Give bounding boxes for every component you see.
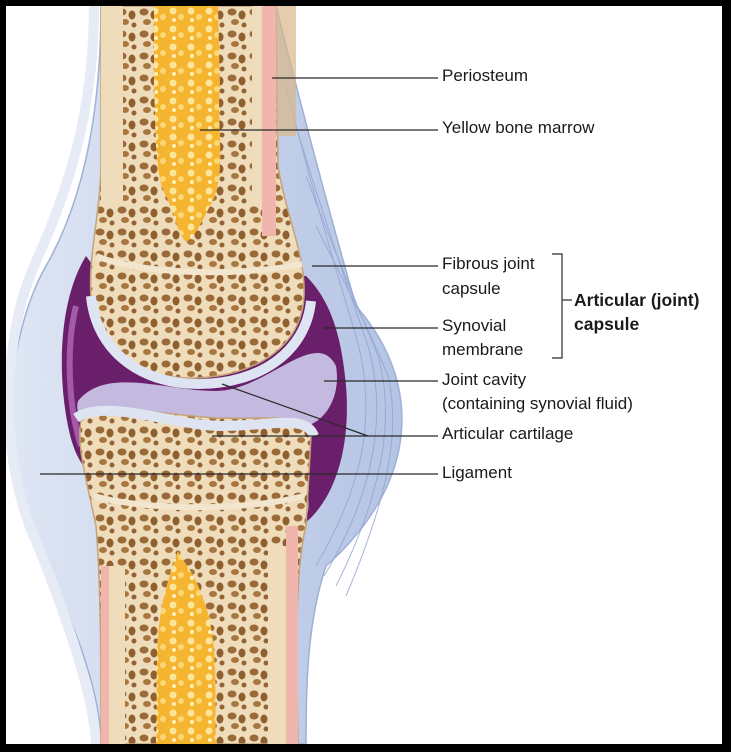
- joint-cavity: [77, 352, 337, 428]
- capsule-bracket: [552, 253, 563, 359]
- label-synovial-membrane-line1: Synovial: [442, 316, 507, 335]
- synovial-joint-illustration: [6, 6, 572, 744]
- periosteum-outer: [276, 6, 296, 136]
- yellow-marrow-upper: [154, 6, 221, 242]
- label-periosteum: Periosteum: [442, 66, 528, 85]
- periosteum-strip: [262, 6, 276, 236]
- label-joint-cavity-line2: (containing synovial fluid): [442, 394, 633, 413]
- ligament-band: [6, 6, 101, 744]
- leader-lines: [40, 77, 572, 475]
- synovial-membrane-highlight: [66, 305, 84, 447]
- label-fibrous-joint-capsule-line2: capsule: [442, 279, 501, 298]
- lower-periosteum-left: [101, 566, 109, 744]
- label-articular-capsule-line2: capsule: [574, 314, 640, 334]
- label-ligament: Ligament: [442, 463, 512, 482]
- articular-cartilage-lower: [73, 405, 319, 439]
- label-articular-cartilage: Articular cartilage: [442, 424, 574, 443]
- epiphyseal-line-lower: [93, 493, 305, 511]
- label-synovial-membrane-line2: membrane: [442, 340, 524, 359]
- articular-cartilage-upper: [86, 295, 316, 390]
- label-joint-cavity-line1: Joint cavity: [442, 370, 527, 389]
- label-articular-capsule-line1: Articular (joint): [574, 290, 700, 310]
- lower-compact-bone-right: [268, 546, 290, 744]
- leader-articular-cartilage-a: [221, 383, 369, 437]
- label-yellow-bone-marrow: Yellow bone marrow: [442, 118, 595, 137]
- label-fibrous-joint-capsule-line1: Fibrous joint: [442, 254, 535, 273]
- fibrous-capsule-fibers: [285, 85, 394, 597]
- epiphyseal-line-upper: [94, 253, 303, 276]
- upper-compact-bone-left: [101, 6, 123, 206]
- diagram-canvas: Periosteum Yellow bone marrow Fibrous jo…: [6, 6, 722, 744]
- yellow-marrow-lower: [156, 551, 216, 744]
- lower-periosteum-strip: [286, 526, 298, 744]
